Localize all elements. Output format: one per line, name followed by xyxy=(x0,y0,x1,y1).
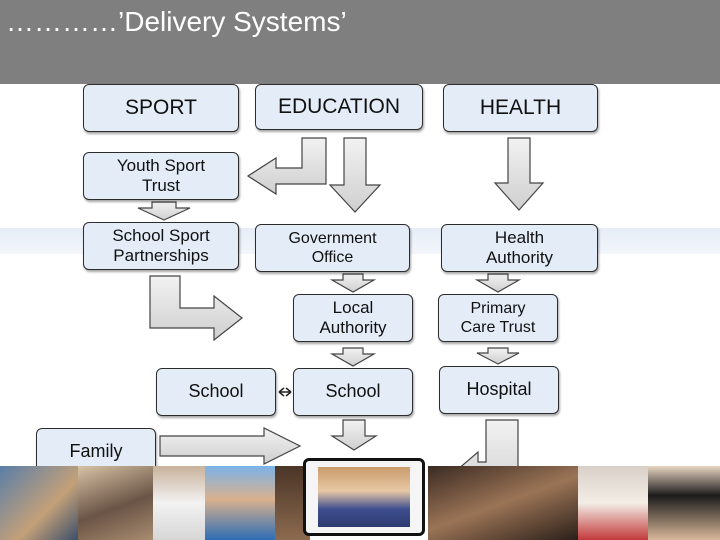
school-left-box: School xyxy=(156,368,276,416)
photo-family-group xyxy=(78,466,153,540)
sport-box: SPORT xyxy=(83,84,239,132)
school-sport-partnerships-box: School Sport Partnerships xyxy=(83,222,239,270)
school-center-box: School xyxy=(293,368,413,416)
small-down-arrow-youth-sport xyxy=(137,201,191,221)
double-arrow-schools xyxy=(278,387,292,397)
government-office-box: Government Office xyxy=(255,224,410,272)
elbow-arrow-education-to-youth-sport xyxy=(246,137,327,196)
photo-strip xyxy=(0,466,720,540)
center-child-photo-frame xyxy=(303,458,425,536)
photo-child xyxy=(648,466,720,540)
slide-title: …………’Delivery Systems’ xyxy=(6,6,347,37)
elbow-arrow-partnerships-to-local xyxy=(149,275,243,342)
title-bar: …………’Delivery Systems’ xyxy=(0,0,720,84)
photo-nurse xyxy=(578,466,648,540)
photo-boy xyxy=(205,466,275,540)
down-arrow-school xyxy=(329,419,379,451)
small-down-arrow-health-authority xyxy=(474,273,522,293)
primary-care-trust-box: Primary Care Trust xyxy=(438,294,558,342)
education-box: EDUCATION xyxy=(255,84,423,130)
photo-worker xyxy=(0,466,78,540)
youth-sport-trust-box: Youth Sport Trust xyxy=(83,152,239,200)
small-down-arrow-local-authority xyxy=(329,347,377,367)
local-authority-box: Local Authority xyxy=(293,294,413,342)
hospital-box: Hospital xyxy=(439,366,559,414)
health-box: HEALTH xyxy=(443,84,598,132)
health-authority-box: Health Authority xyxy=(441,224,598,272)
photo-dark-right xyxy=(428,466,578,540)
down-arrow-health xyxy=(493,137,545,211)
small-down-arrow-primary-care xyxy=(476,347,520,365)
center-child-photo xyxy=(318,467,410,527)
down-arrow-education xyxy=(328,137,382,213)
small-down-arrow-government xyxy=(329,273,377,293)
right-arrow-family xyxy=(159,427,302,465)
photo-doctor xyxy=(153,466,205,540)
